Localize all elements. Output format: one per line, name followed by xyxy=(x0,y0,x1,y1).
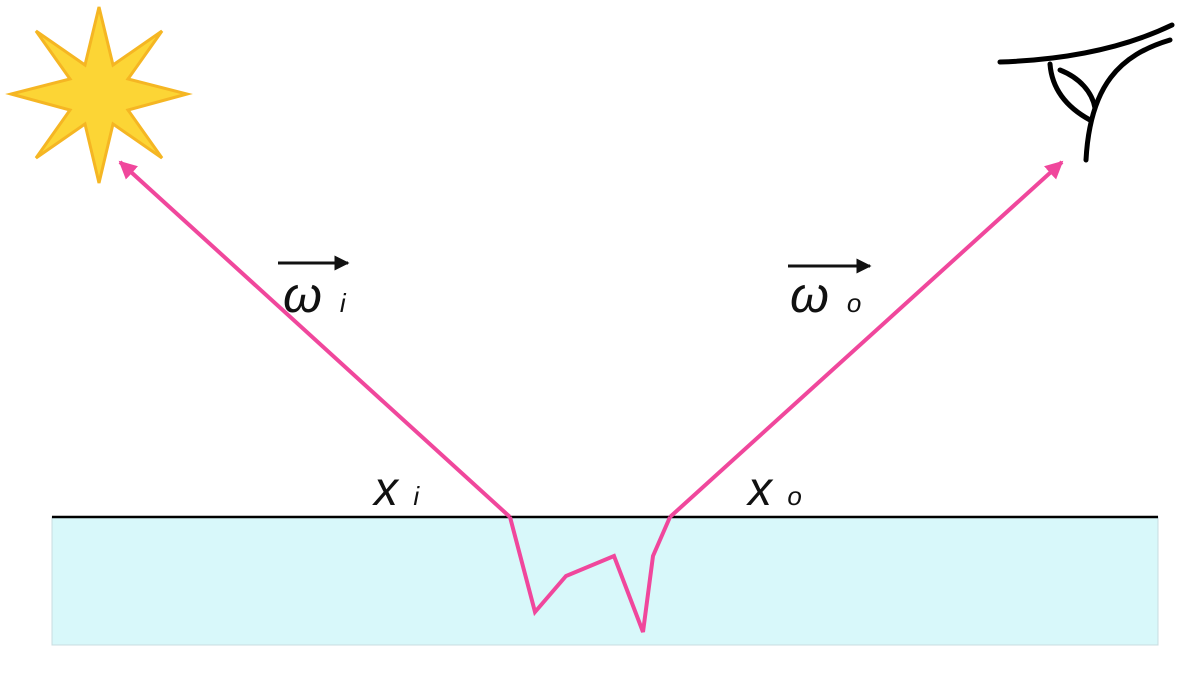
sun-icon xyxy=(5,6,193,184)
eye-icon xyxy=(997,22,1175,163)
scattering-path xyxy=(508,516,672,633)
outgoing-direction-label: ω o xyxy=(788,258,872,323)
incoming-direction-label: ω i xyxy=(278,255,350,323)
exit-point-label: x o xyxy=(746,463,802,516)
incoming-direction-symbol: ω xyxy=(283,267,322,323)
subsurface-medium xyxy=(51,516,1159,646)
outgoing-ray xyxy=(668,160,1064,519)
exit-point-subscript: o xyxy=(787,481,801,511)
incoming-direction-subscript: i xyxy=(340,288,347,318)
entry-point-label: x i xyxy=(372,463,420,516)
svg-text:ω i: ω i xyxy=(283,267,347,323)
svg-text:ω o: ω o xyxy=(790,267,861,323)
entry-point-symbol: x xyxy=(372,463,400,516)
incoming-ray xyxy=(118,160,512,519)
outgoing-direction-subscript: o xyxy=(847,288,861,318)
entry-point-subscript: i xyxy=(413,481,420,511)
exit-point-symbol: x xyxy=(746,463,774,516)
outgoing-direction-symbol: ω xyxy=(790,267,829,323)
